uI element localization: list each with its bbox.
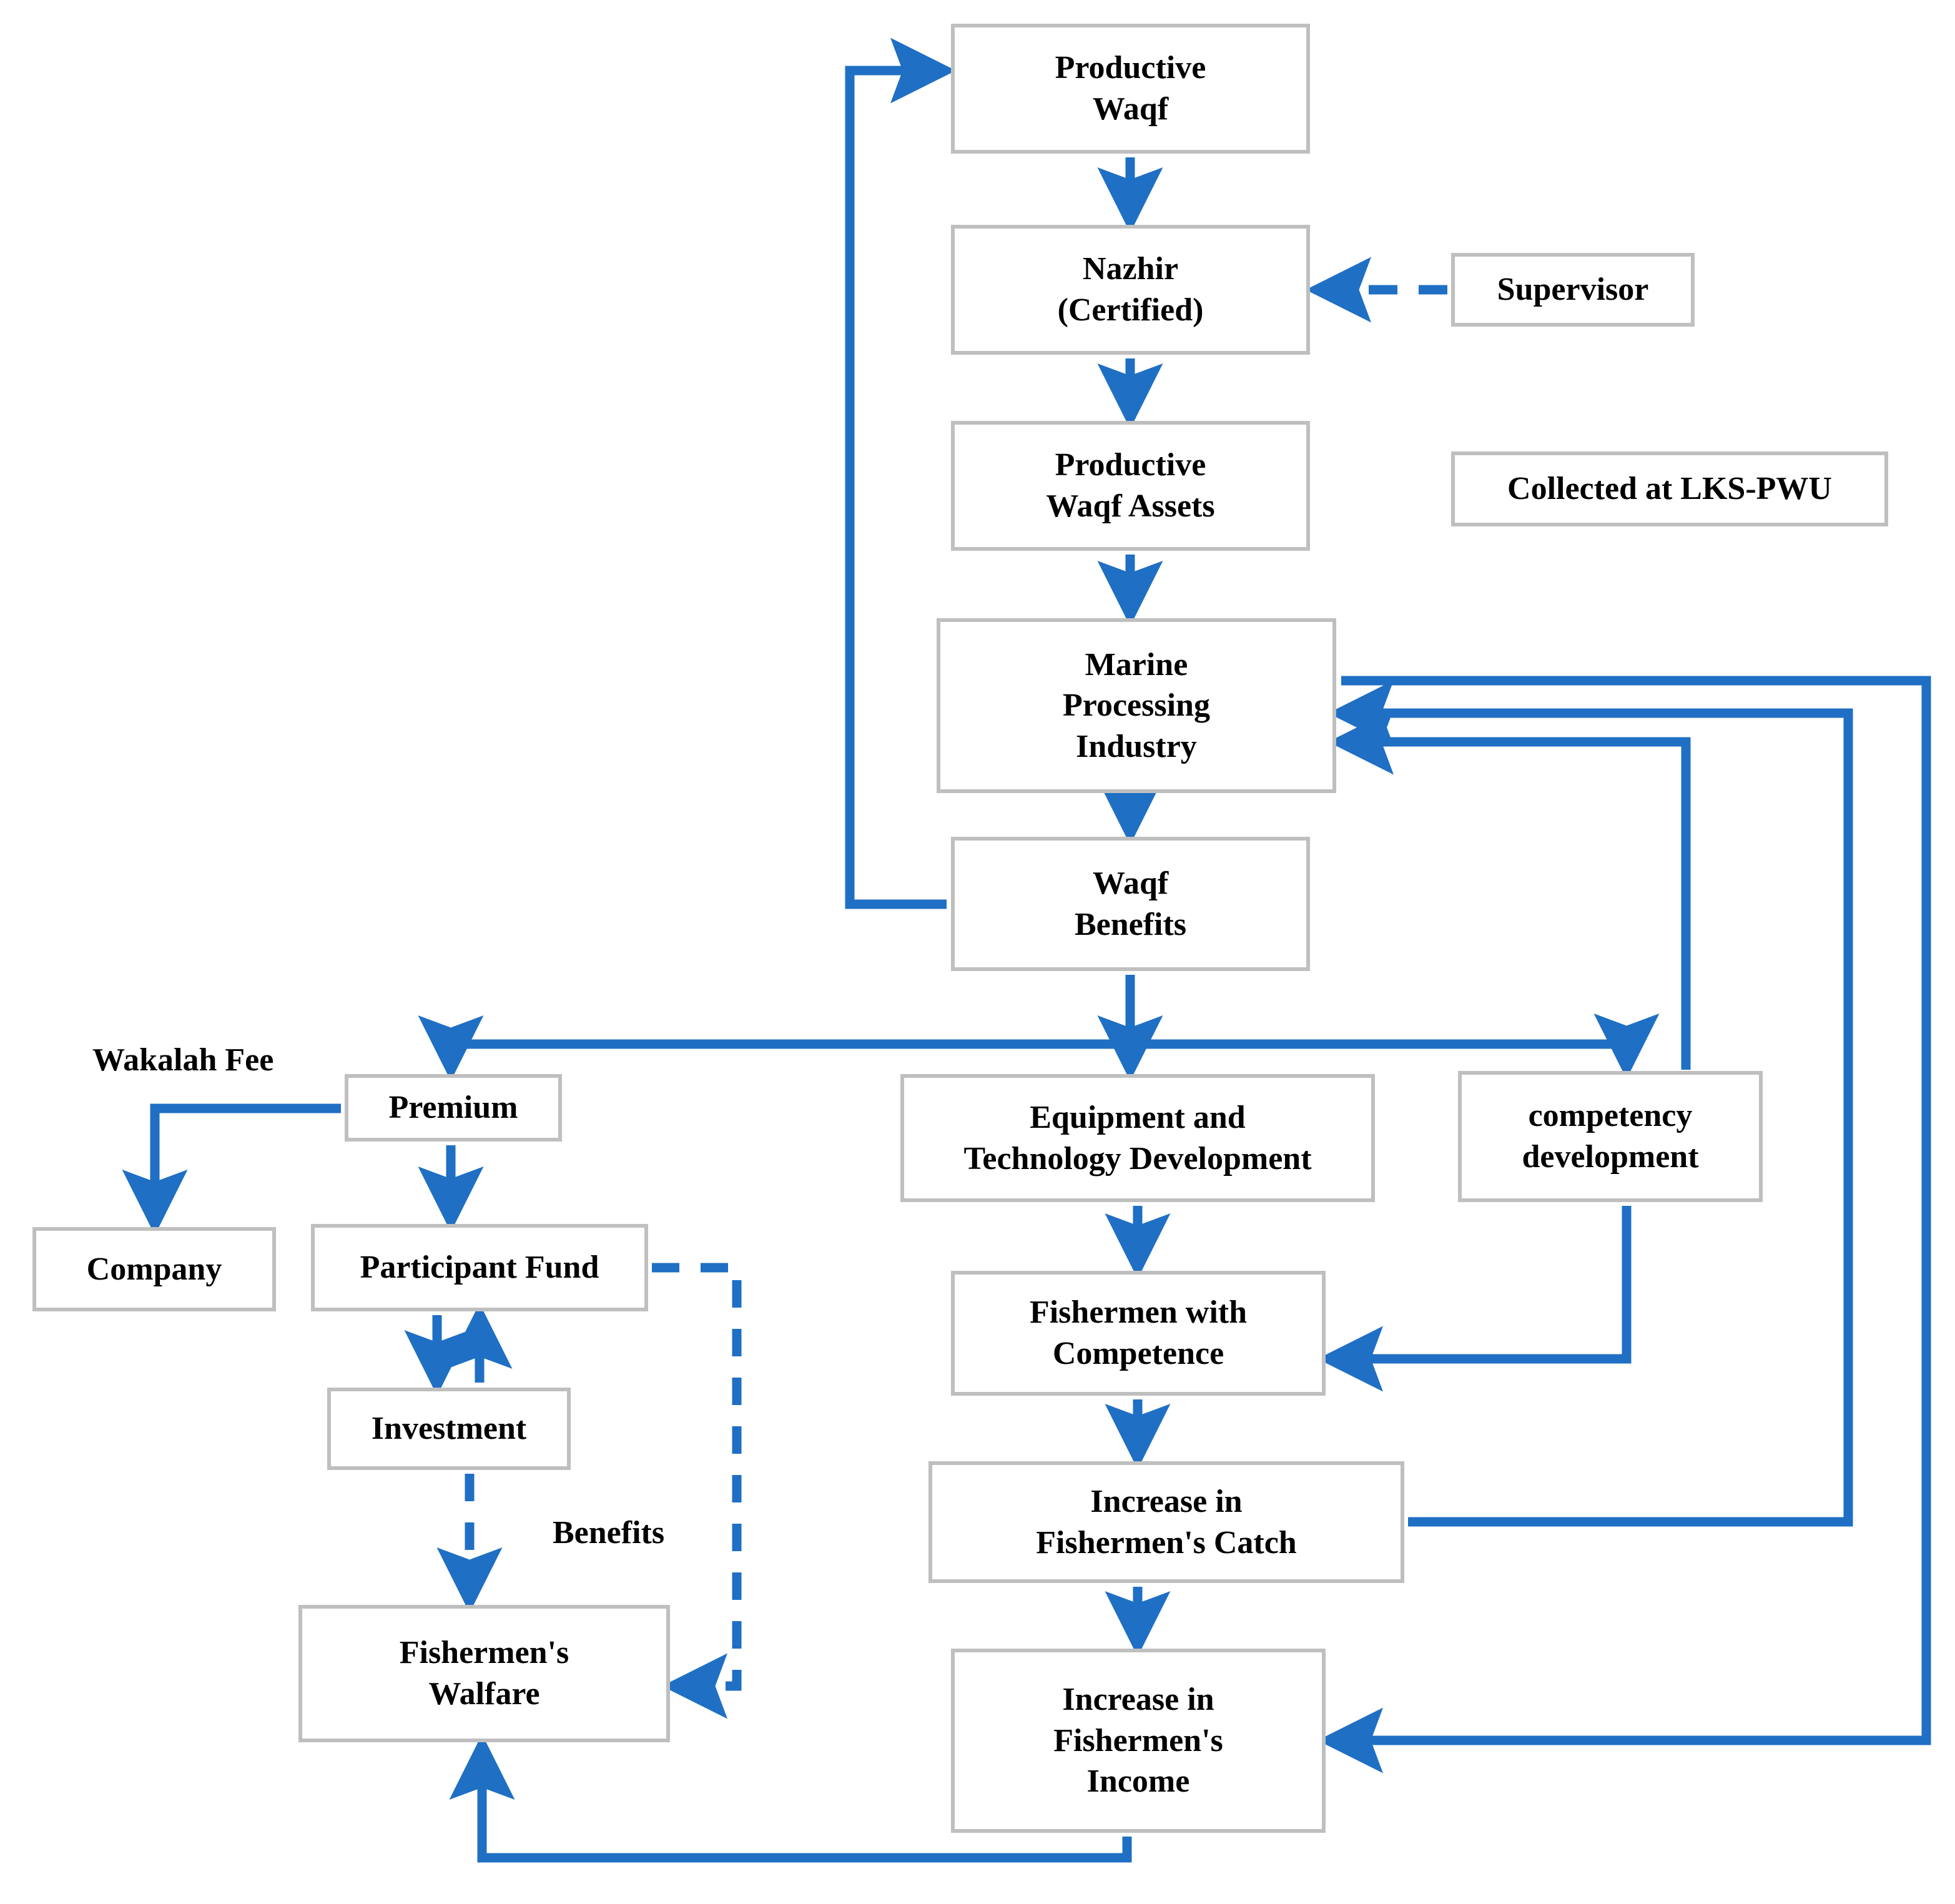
node-label: Participant Fund xyxy=(360,1250,599,1286)
edge-income-to-walfare xyxy=(449,1734,1132,1863)
node-supervisor[interactable]: Supervisor xyxy=(1451,253,1695,327)
node-participant-fund[interactable]: Participant Fund xyxy=(311,1224,648,1311)
edge-label-benefits: Benefits xyxy=(553,1514,664,1551)
node-label: Premium xyxy=(388,1090,518,1126)
edge-label-text: Wakalah Fee xyxy=(92,1042,274,1078)
node-investment[interactable]: Investment xyxy=(327,1388,571,1470)
edge-catch-to-marine xyxy=(1327,680,1853,1527)
node-company[interactable]: Company xyxy=(32,1227,276,1311)
node-premium[interactable]: Premium xyxy=(345,1074,562,1142)
edge-competency-to-competence xyxy=(1317,1206,1632,1392)
edge-label-text: Benefits xyxy=(553,1515,665,1551)
edge-label-wakalah-fee: Wakalah Fee xyxy=(92,1042,273,1078)
edge-premium-to-company xyxy=(122,1103,341,1236)
node-label: Collected at LKS-PWU xyxy=(1507,471,1832,507)
node-label: Nazhir(Certified) xyxy=(1057,251,1204,328)
node-label: Investment xyxy=(371,1411,527,1447)
node-label: Company xyxy=(86,1251,222,1287)
edge-participant-fund-to-walfare xyxy=(652,1263,742,1719)
edge-marine-to-income xyxy=(1317,676,1931,1773)
node-nazhir-certified[interactable]: Nazhir(Certified) xyxy=(951,225,1310,355)
edge-competency-to-marine xyxy=(1327,709,1691,1070)
node-collected-at-lks-pwu[interactable]: Collected at LKS-PWU xyxy=(1451,451,1888,526)
edge-waqf-benefits-to-productive-waqf xyxy=(845,37,957,909)
node-label: Supervisor xyxy=(1497,272,1649,308)
